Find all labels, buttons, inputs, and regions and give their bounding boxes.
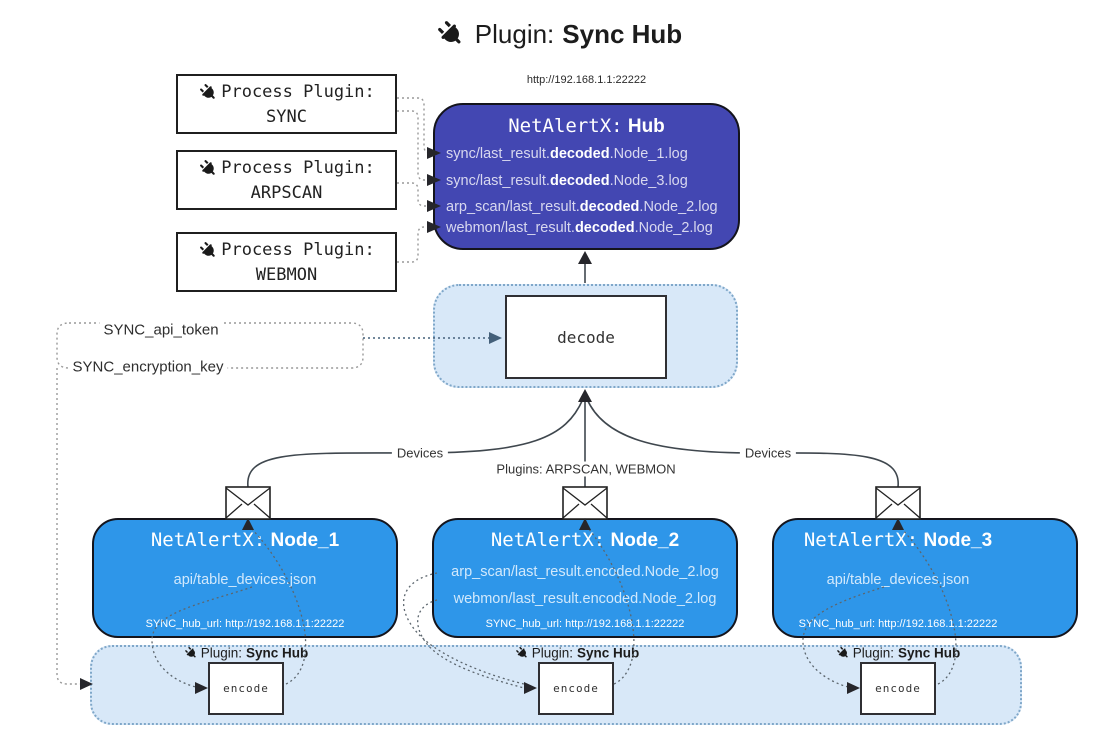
encoder-label: Plugin:Sync Hub (184, 646, 308, 661)
process-plugin-arpscan: Process Plugin: ARPSCAN (176, 150, 397, 210)
node-file: api/table_devices.json (173, 572, 317, 588)
encode-box-1: encode (208, 662, 284, 715)
process-plugin-label: Process Plugin: (221, 82, 375, 102)
node-file: webmon/last_result.encoded.Node_2.log (453, 591, 717, 607)
process-plugin-name: ARPSCAN (250, 182, 323, 203)
node-title: NetAlertX: Node_2 (490, 529, 680, 551)
node-hub-url: SYNC_hub_url: http://192.168.1.1:22222 (145, 618, 345, 630)
hub-log-line: sync/last_result.decoded.Node_1.log (446, 146, 688, 162)
encoder-label: Plugin:Sync Hub (836, 646, 960, 661)
devices-left-label: Devices (391, 445, 449, 461)
devices-right-label: Devices (739, 445, 797, 461)
plug-icon (435, 18, 467, 50)
plug-icon (515, 646, 530, 661)
process-plugin-sync: Process Plugin: SYNC (176, 74, 397, 134)
edge-sync-to-hub-2 (397, 110, 429, 181)
arrowhead (578, 389, 592, 402)
edge-arpscan-to-hub (397, 182, 429, 207)
node-file: arp_scan/last_result.encoded.Node_2.log (451, 564, 719, 580)
encoder-label: Plugin:Sync Hub (515, 646, 639, 661)
arrowhead (578, 251, 592, 264)
hub-title: NetAlertX: Hub (435, 115, 738, 138)
plug-icon (198, 240, 219, 261)
node-title: NetAlertX: Node_1 (150, 529, 340, 551)
plugins-edge-label: Plugins: ARPSCAN, WEBMON (491, 461, 681, 477)
sync-encryption-key-label: SYNC_encryption_key (68, 358, 228, 376)
node-hub-url: SYNC_hub_url: http://192.168.1.1:22222 (798, 618, 998, 630)
hub-url-label: http://192.168.1.1:22222 (526, 74, 647, 86)
node-2-box: NetAlertX: Node_2 arp_scan/last_result.e… (432, 518, 738, 638)
plug-icon (198, 82, 219, 103)
encode-box-2: encode (538, 662, 614, 715)
hub-box: NetAlertX: Hub sync/last_result.decoded.… (433, 103, 740, 250)
encode-box-3: encode (860, 662, 936, 715)
decode-box: decode (505, 295, 667, 379)
edge-webmon-to-hub (397, 226, 429, 263)
hub-title-prefix: NetAlertX: (508, 115, 623, 137)
hub-log-line: webmon/last_result.decoded.Node_2.log (446, 220, 713, 236)
envelope-icon (225, 486, 271, 520)
node-3-box: NetAlertX: Node_3 api/table_devices.json… (772, 518, 1078, 638)
node-hub-url: SYNC_hub_url: http://192.168.1.1:22222 (485, 618, 685, 630)
process-plugin-label: Process Plugin: (221, 240, 375, 260)
hub-log-line: sync/last_result.decoded.Node_3.log (446, 173, 688, 189)
sync-api-token-label: SYNC_api_token (99, 321, 223, 339)
plug-icon (836, 646, 851, 661)
hub-log-line: arp_scan/last_result.decoded.Node_2.log (446, 199, 718, 215)
page-title: Plugin: Sync Hub (0, 18, 1117, 50)
process-plugin-webmon: Process Plugin: WEBMON (176, 232, 397, 292)
edge-key-to-band (56, 368, 80, 685)
node-title: NetAlertX: Node_3 (803, 529, 993, 551)
process-plugin-name: SYNC (266, 106, 307, 127)
plug-icon (198, 158, 219, 179)
envelope-icon (562, 486, 608, 520)
node-file: api/table_devices.json (826, 572, 970, 588)
hub-title-name: Hub (627, 116, 665, 137)
plug-icon (184, 646, 199, 661)
process-plugin-label: Process Plugin: (221, 158, 375, 178)
process-plugin-name: WEBMON (255, 264, 318, 285)
envelope-icon (875, 486, 921, 520)
page-title-prefix: Plugin: (474, 18, 555, 49)
node-1-box: NetAlertX: Node_1 api/table_devices.json… (92, 518, 398, 638)
edge-sync-to-hub-1 (397, 97, 434, 154)
page-title-name: Sync Hub (562, 18, 683, 49)
